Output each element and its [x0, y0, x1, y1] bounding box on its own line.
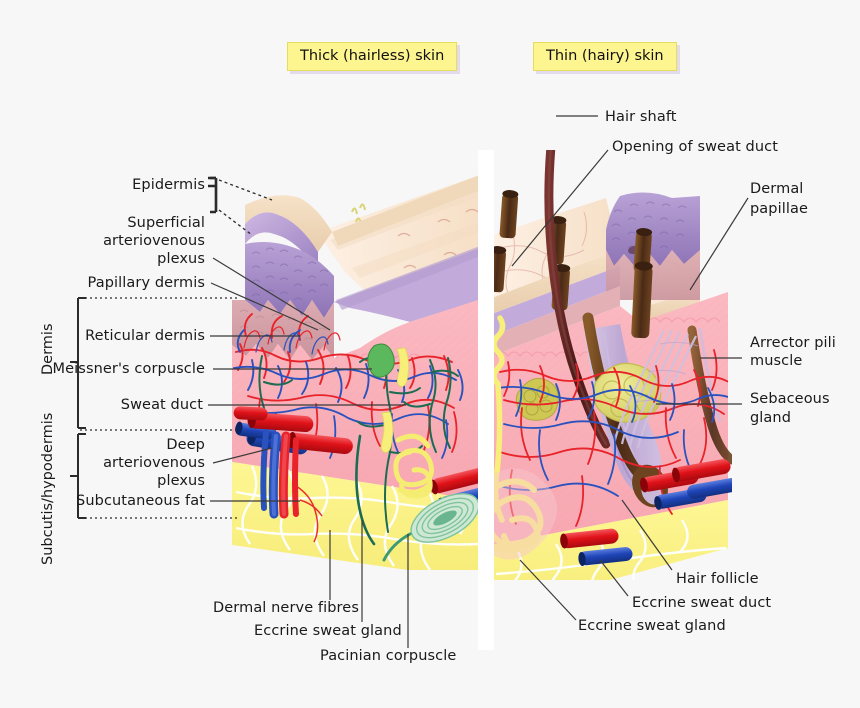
- epidermis-leader-bottom: [218, 209, 253, 236]
- leader-opening-sweat-duct: [511, 149, 609, 267]
- label-hair-shaft: Hair shaft: [605, 109, 677, 125]
- epidermis-cut-face-right: [606, 192, 700, 268]
- label-opening-of-sweat-duct: Opening of sweat duct: [612, 139, 779, 155]
- sweat-gland-duct-left: [355, 434, 376, 546]
- label-meissner-corpuscle: Meissner's corpuscle: [52, 361, 205, 377]
- subcutis-bracket: [70, 433, 86, 519]
- papillary-dermis-right: [606, 250, 700, 300]
- label-eccrine-sweat-gland-left: Eccrine sweat gland: [254, 623, 402, 639]
- bracket-label-subcutis: Subcutis/hypodermis: [40, 412, 56, 565]
- vasculature-right: [497, 349, 728, 527]
- sweat-duct-left: [380, 347, 409, 453]
- left-bracket-group: [70, 176, 273, 519]
- leader-superficial-plexus: [212, 257, 331, 331]
- label-deep-plexus-line2: arteriovenous: [103, 455, 205, 471]
- rete-ridge-texture: [251, 247, 329, 301]
- title-thick-skin: Thick (hairless) skin: [287, 42, 458, 71]
- leader-papillary-dermis: [210, 282, 319, 331]
- label-sweat-duct: Sweat duct: [120, 397, 203, 413]
- label-epidermis: Epidermis: [132, 177, 205, 193]
- label-eccrine-sweat-gland-right: Eccrine sweat gland: [578, 618, 726, 634]
- label-dermal-nerve-fibres: Dermal nerve fibres: [213, 600, 359, 616]
- pacinian-corpuscle: [410, 493, 480, 543]
- leader-eccrine-sweat-gland-right: [519, 559, 577, 621]
- label-reticular-dermis: Reticular dermis: [85, 328, 205, 344]
- title-thin-skin: Thin (hairy) skin: [533, 42, 677, 71]
- epidermis-cut-face-left: [245, 242, 334, 318]
- panel-divider: [478, 150, 494, 650]
- label-arrector-pili-line1: Arrector pili: [750, 335, 836, 351]
- leader-hair-follicle: [621, 499, 673, 571]
- thick-skin-block: [232, 175, 480, 570]
- leader-deep-plexus: [212, 447, 273, 464]
- leader-lines: [208, 115, 749, 648]
- eccrine-sweat-gland-right: [492, 478, 544, 554]
- label-subcutaneous-fat: Subcutaneous fat: [76, 493, 205, 509]
- superficial-arteriovenous-plexus-left: [233, 313, 464, 459]
- papillary-dermis-right-strip: [492, 286, 620, 356]
- label-superficial-plexus-line1: Superficial: [127, 215, 205, 231]
- label-dermal-papillae-line2: papillae: [750, 201, 808, 217]
- label-papillary-dermis: Papillary dermis: [87, 275, 205, 291]
- epidermis-basal-left-upper: [245, 212, 318, 272]
- label-sebaceous-gland-line1: Sebaceous: [750, 391, 830, 407]
- leader-eccrine-sweat-duct-right: [599, 559, 629, 597]
- label-sebaceous-gland-line2: gland: [750, 410, 792, 426]
- label-pacinian-corpuscle: Pacinian corpuscle: [320, 648, 457, 664]
- epidermis-leader-top: [218, 179, 273, 201]
- deep-arteriovenous-plexus-right: [560, 459, 732, 566]
- label-eccrine-sweat-duct: Eccrine sweat duct: [632, 595, 772, 611]
- label-deep-plexus-line3: plexus: [157, 473, 205, 489]
- meissner-corpuscle: [367, 343, 395, 378]
- stratum-corneum-left: [245, 195, 332, 252]
- label-hair-follicle: Hair follicle: [676, 571, 759, 587]
- eccrine-sweat-gland-left: [393, 433, 434, 499]
- label-arrector-pili-line2: muscle: [750, 353, 803, 369]
- hair-stubs-right: [492, 190, 653, 339]
- label-dermal-papillae-line1: Dermal: [750, 181, 804, 197]
- label-superficial-plexus-line3: plexus: [157, 251, 205, 267]
- leader-dermal-papillae: [689, 197, 749, 291]
- thin-skin-block: [492, 150, 732, 580]
- label-superficial-plexus-line2: arteriovenous: [103, 233, 205, 249]
- label-deep-plexus-line1: Deep: [166, 437, 205, 453]
